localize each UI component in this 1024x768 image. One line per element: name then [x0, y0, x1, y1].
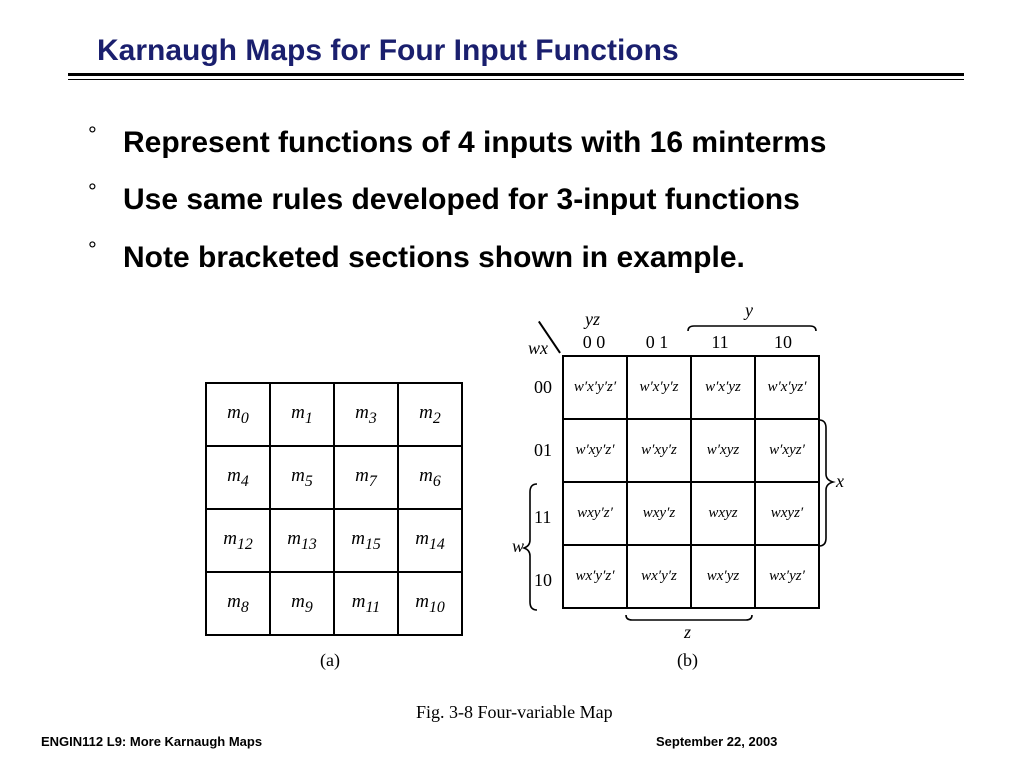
kmap-expression-grid: w′x′y′z′ w′x′y′z w′x′yz w′x′yz′ w′xy′z′ …	[562, 355, 820, 609]
kmap-row: m4 m5 m7 m6	[205, 445, 463, 510]
kmap-cell: m8	[205, 571, 271, 636]
kmap-cell: m15	[333, 508, 399, 573]
bracket-y	[687, 325, 817, 332]
kmap-cell: w′xy′z	[626, 418, 692, 483]
bracket-label-w: w	[512, 536, 525, 556]
title-rule-thick	[68, 73, 964, 76]
kmap-row: wxy′z′ wxy′z wxyz wxyz′	[562, 481, 820, 546]
bullet-text: Use same rules developed for 3-input fun…	[123, 183, 800, 216]
bracket-label-x: x	[836, 471, 844, 491]
kmap-cell: wx′yz	[690, 544, 756, 609]
kmap-cell: m11	[333, 571, 399, 636]
kmap-cell: m12	[205, 508, 271, 573]
kmap-cell: m13	[269, 508, 335, 573]
bracket-x	[818, 419, 836, 547]
kmap-cell: m3	[333, 382, 399, 447]
kmap-cell: w′xy′z′	[562, 418, 628, 483]
kmap-cell: w′xyz	[690, 418, 756, 483]
slide-title: Karnaugh Maps for Four Input Functions	[97, 34, 679, 67]
kmap-cell: w′x′yz	[690, 355, 756, 420]
kmap-cell: wxyz	[690, 481, 756, 546]
title-rule-thin	[68, 79, 964, 80]
kmap-row: m8 m9 m11 m10	[205, 571, 463, 636]
bullet-text: Represent functions of 4 inputs with 16 …	[123, 126, 827, 159]
row-header: 11	[534, 507, 552, 527]
kmap-cell: m4	[205, 445, 271, 510]
col-header: 10	[774, 332, 792, 352]
kmap-cell: w′x′yz′	[754, 355, 820, 420]
kmap-cell: w′xyz′	[754, 418, 820, 483]
bullet-marker: °	[88, 122, 97, 147]
kmap-cell: w′x′y′z	[626, 355, 692, 420]
footer-right: September 22, 2003	[656, 734, 778, 749]
kmap-cell: wx′y′z	[626, 544, 692, 609]
row-header: 01	[534, 440, 552, 460]
col-header: 11	[711, 332, 729, 352]
bullet-marker: °	[88, 237, 97, 262]
kmap-cell: m1	[269, 382, 335, 447]
bullet-text: Note bracketed sections shown in example…	[123, 241, 745, 274]
bracket-z	[625, 614, 753, 621]
col-header: 0 1	[645, 332, 669, 352]
footer-left: ENGIN112 L9: More Karnaugh Maps	[41, 734, 263, 749]
kmap-cell: m0	[205, 382, 271, 447]
var-label-wx: wx	[528, 338, 548, 358]
map-b-caption: (b)	[677, 650, 698, 670]
kmap-cell: w′x′y′z′	[562, 355, 628, 420]
row-header: 00	[534, 377, 552, 397]
kmap-cell: m10	[397, 571, 463, 636]
kmap-cell: wxyz′	[754, 481, 820, 546]
kmap-cell: m7	[333, 445, 399, 510]
kmap-cell: m6	[397, 445, 463, 510]
bracket-label-z: z	[684, 622, 692, 642]
kmap-cell: wx′y′z′	[562, 544, 628, 609]
kmap-row: m12 m13 m15 m14	[205, 508, 463, 573]
kmap-row: w′x′y′z′ w′x′y′z w′x′yz w′x′yz′	[562, 355, 820, 420]
kmap-cell: m5	[269, 445, 335, 510]
bullet-marker: °	[88, 179, 97, 204]
var-label-yz: yz	[585, 309, 600, 329]
row-header: 10	[534, 570, 552, 590]
map-a-caption: (a)	[320, 650, 340, 670]
col-header: 0 0	[582, 332, 606, 352]
kmap-cell: wx′yz′	[754, 544, 820, 609]
kmap-row: wx′y′z′ wx′y′z wx′yz wx′yz′	[562, 544, 820, 609]
kmap-row: w′xy′z′ w′xy′z w′xyz w′xyz′	[562, 418, 820, 483]
bracket-label-y: y	[745, 300, 753, 320]
figure-caption: Fig. 3-8 Four-variable Map	[416, 702, 613, 722]
kmap-cell: wxy′z′	[562, 481, 628, 546]
kmap-cell: m14	[397, 508, 463, 573]
kmap-cell: wxy′z	[626, 481, 692, 546]
bracket-w	[521, 483, 538, 611]
kmap-row: m0 m1 m3 m2	[205, 382, 463, 447]
kmap-cell: m9	[269, 571, 335, 636]
kmap-cell: m2	[397, 382, 463, 447]
kmap-minterm-grid: m0 m1 m3 m2 m4 m5 m7 m6 m12 m13 m15 m14 …	[205, 382, 463, 636]
